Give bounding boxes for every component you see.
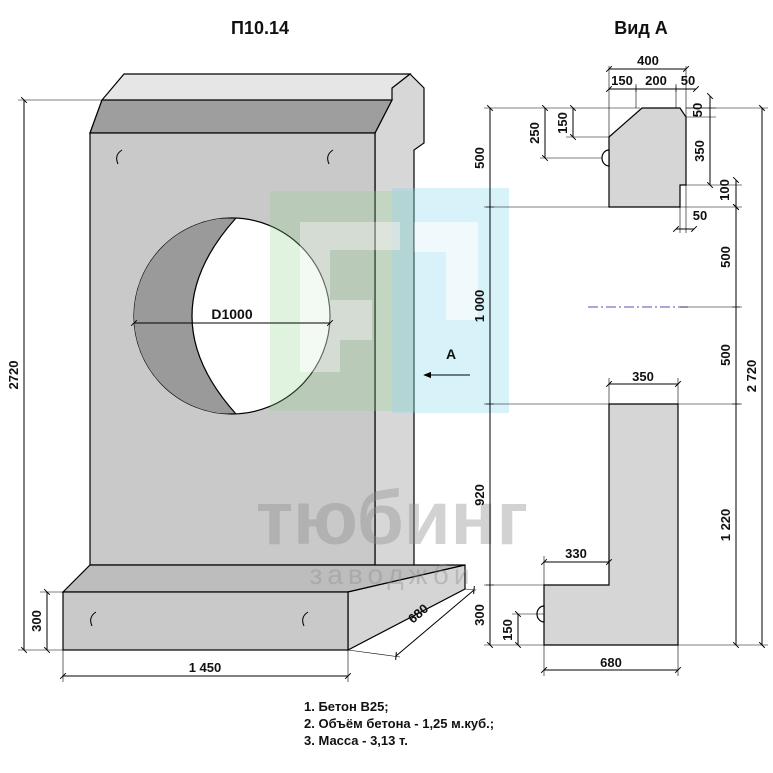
dim-left-920: 920	[472, 484, 487, 506]
note-mass: 3. Масса - 3,13 т.	[304, 733, 408, 748]
hole-diameter-label: D1000	[211, 306, 252, 322]
dim-top-c: 50	[681, 73, 695, 88]
upper-profile	[608, 107, 687, 208]
dim-left-1000: 1 000	[472, 290, 487, 323]
height-dimension: 2720	[6, 361, 21, 390]
view-title: Вид А	[614, 18, 668, 38]
groove-notch	[601, 149, 610, 167]
dim-right-1220: 1 220	[718, 509, 733, 542]
base-front-face	[62, 591, 349, 651]
watermark: тюбинг заводжби	[256, 188, 528, 590]
dim-top-total: 400	[637, 53, 659, 68]
dim-left-300: 300	[472, 604, 487, 626]
dim-total-2720: 2 720	[744, 360, 759, 393]
dim-right-100: 100	[717, 179, 732, 201]
dim-right-50-low: 50	[693, 208, 707, 223]
lifting-loop-icon	[302, 611, 309, 627]
dim-left-500: 500	[472, 147, 487, 169]
hole-inner-shadow	[134, 218, 238, 414]
watermark-green-block	[270, 191, 415, 411]
front-view	[61, 73, 466, 651]
dim-top-b: 200	[645, 73, 667, 88]
watermark-sub-text: заводжби	[310, 559, 475, 590]
main-title: П10.14	[231, 18, 289, 38]
dim-right-500-a: 500	[718, 246, 733, 268]
dim-left-150-b: 150	[500, 619, 515, 641]
dim-slab-350: 350	[632, 369, 654, 384]
note-concrete-grade: 1. Бетон В25;	[304, 699, 389, 714]
watermark-brand-text: тюбинг	[256, 476, 528, 561]
side-dimensions: 400 150 200 50 50 350 100 50 150 250	[472, 53, 768, 676]
dim-top-a: 150	[611, 73, 633, 88]
lifting-loop-icon	[90, 611, 97, 627]
watermark-mark	[300, 222, 400, 372]
watermark-mark-2	[414, 222, 478, 320]
side-view	[536, 107, 690, 646]
dim-left-250: 250	[527, 122, 542, 144]
lower-profile	[543, 403, 679, 646]
width-dimension: 1 450	[189, 660, 222, 675]
dim-left-150: 150	[555, 112, 570, 134]
lifting-loop-icon	[116, 149, 123, 165]
view-arrow-label: А	[446, 346, 456, 362]
dim-right-500-b: 500	[718, 344, 733, 366]
dim-right-350: 350	[692, 140, 707, 162]
dim-step-330: 330	[565, 546, 587, 561]
notes-list: 1. Бетон В25; 2. Объём бетона - 1,25 м.к…	[304, 698, 494, 749]
note-concrete-volume: 2. Объём бетона - 1,25 м.куб.;	[304, 716, 495, 731]
base-height-dimension: 300	[29, 610, 44, 632]
lifting-loop-icon	[327, 149, 334, 165]
dim-right-50-top: 50	[690, 103, 705, 117]
dim-base-680: 680	[600, 655, 622, 670]
slab-chamfer	[89, 99, 393, 134]
